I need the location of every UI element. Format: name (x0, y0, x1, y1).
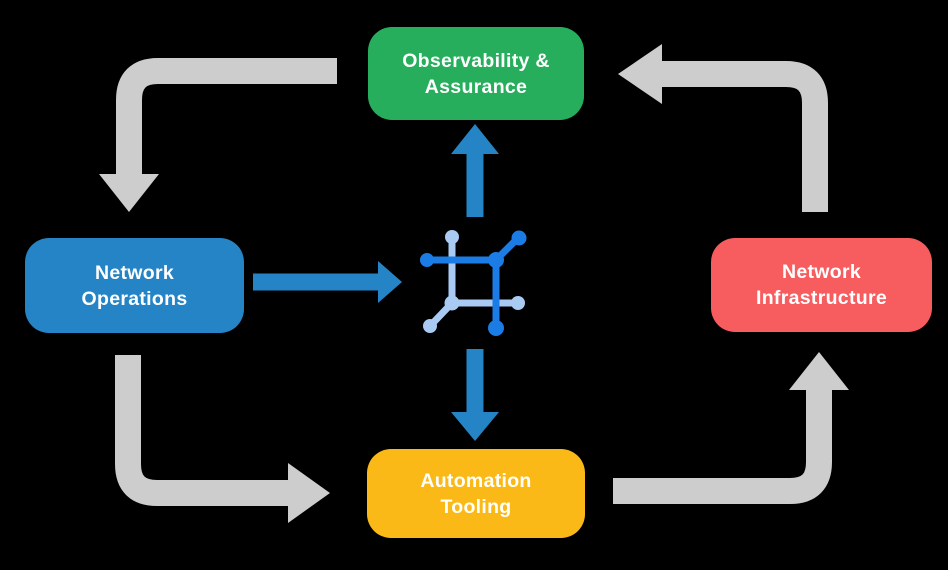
arrow-operations-to-center (253, 261, 402, 303)
arrow-infrastructure-to-observability (618, 44, 828, 212)
arrow-center-to-observability (451, 124, 499, 217)
box-network-infrastructure: Network Infrastructure (711, 238, 932, 332)
box-automation-tooling-label: Automation Tooling (420, 468, 531, 520)
label-line2: Operations (81, 287, 188, 310)
label-line1: Network (781, 261, 862, 283)
box-network-operations: Network Operations (25, 238, 244, 333)
box-observability-assurance: Observability & Assurance (368, 27, 584, 120)
network-fabric-icon (420, 230, 527, 336)
box-network-operations-label: Network Operations (82, 260, 188, 312)
box-network-infrastructure-label: Network Infrastructure (756, 259, 887, 311)
label-line2: Infrastructure (756, 287, 887, 309)
arrow-center-to-automation (451, 349, 499, 441)
box-observability-assurance-label: Observability & Assurance (402, 48, 550, 100)
arrow-automation-to-infrastructure (613, 352, 849, 504)
arrow-operations-to-automation (115, 355, 330, 523)
label-line1: Automation (420, 469, 532, 492)
label-line1: Network (94, 261, 175, 284)
box-automation-tooling: Automation Tooling (367, 449, 585, 538)
label-line2: Tooling (440, 495, 512, 518)
label-line2: Assurance (424, 75, 528, 98)
label-line1: Observability & (402, 49, 550, 72)
arrow-observability-to-operations (99, 58, 337, 212)
